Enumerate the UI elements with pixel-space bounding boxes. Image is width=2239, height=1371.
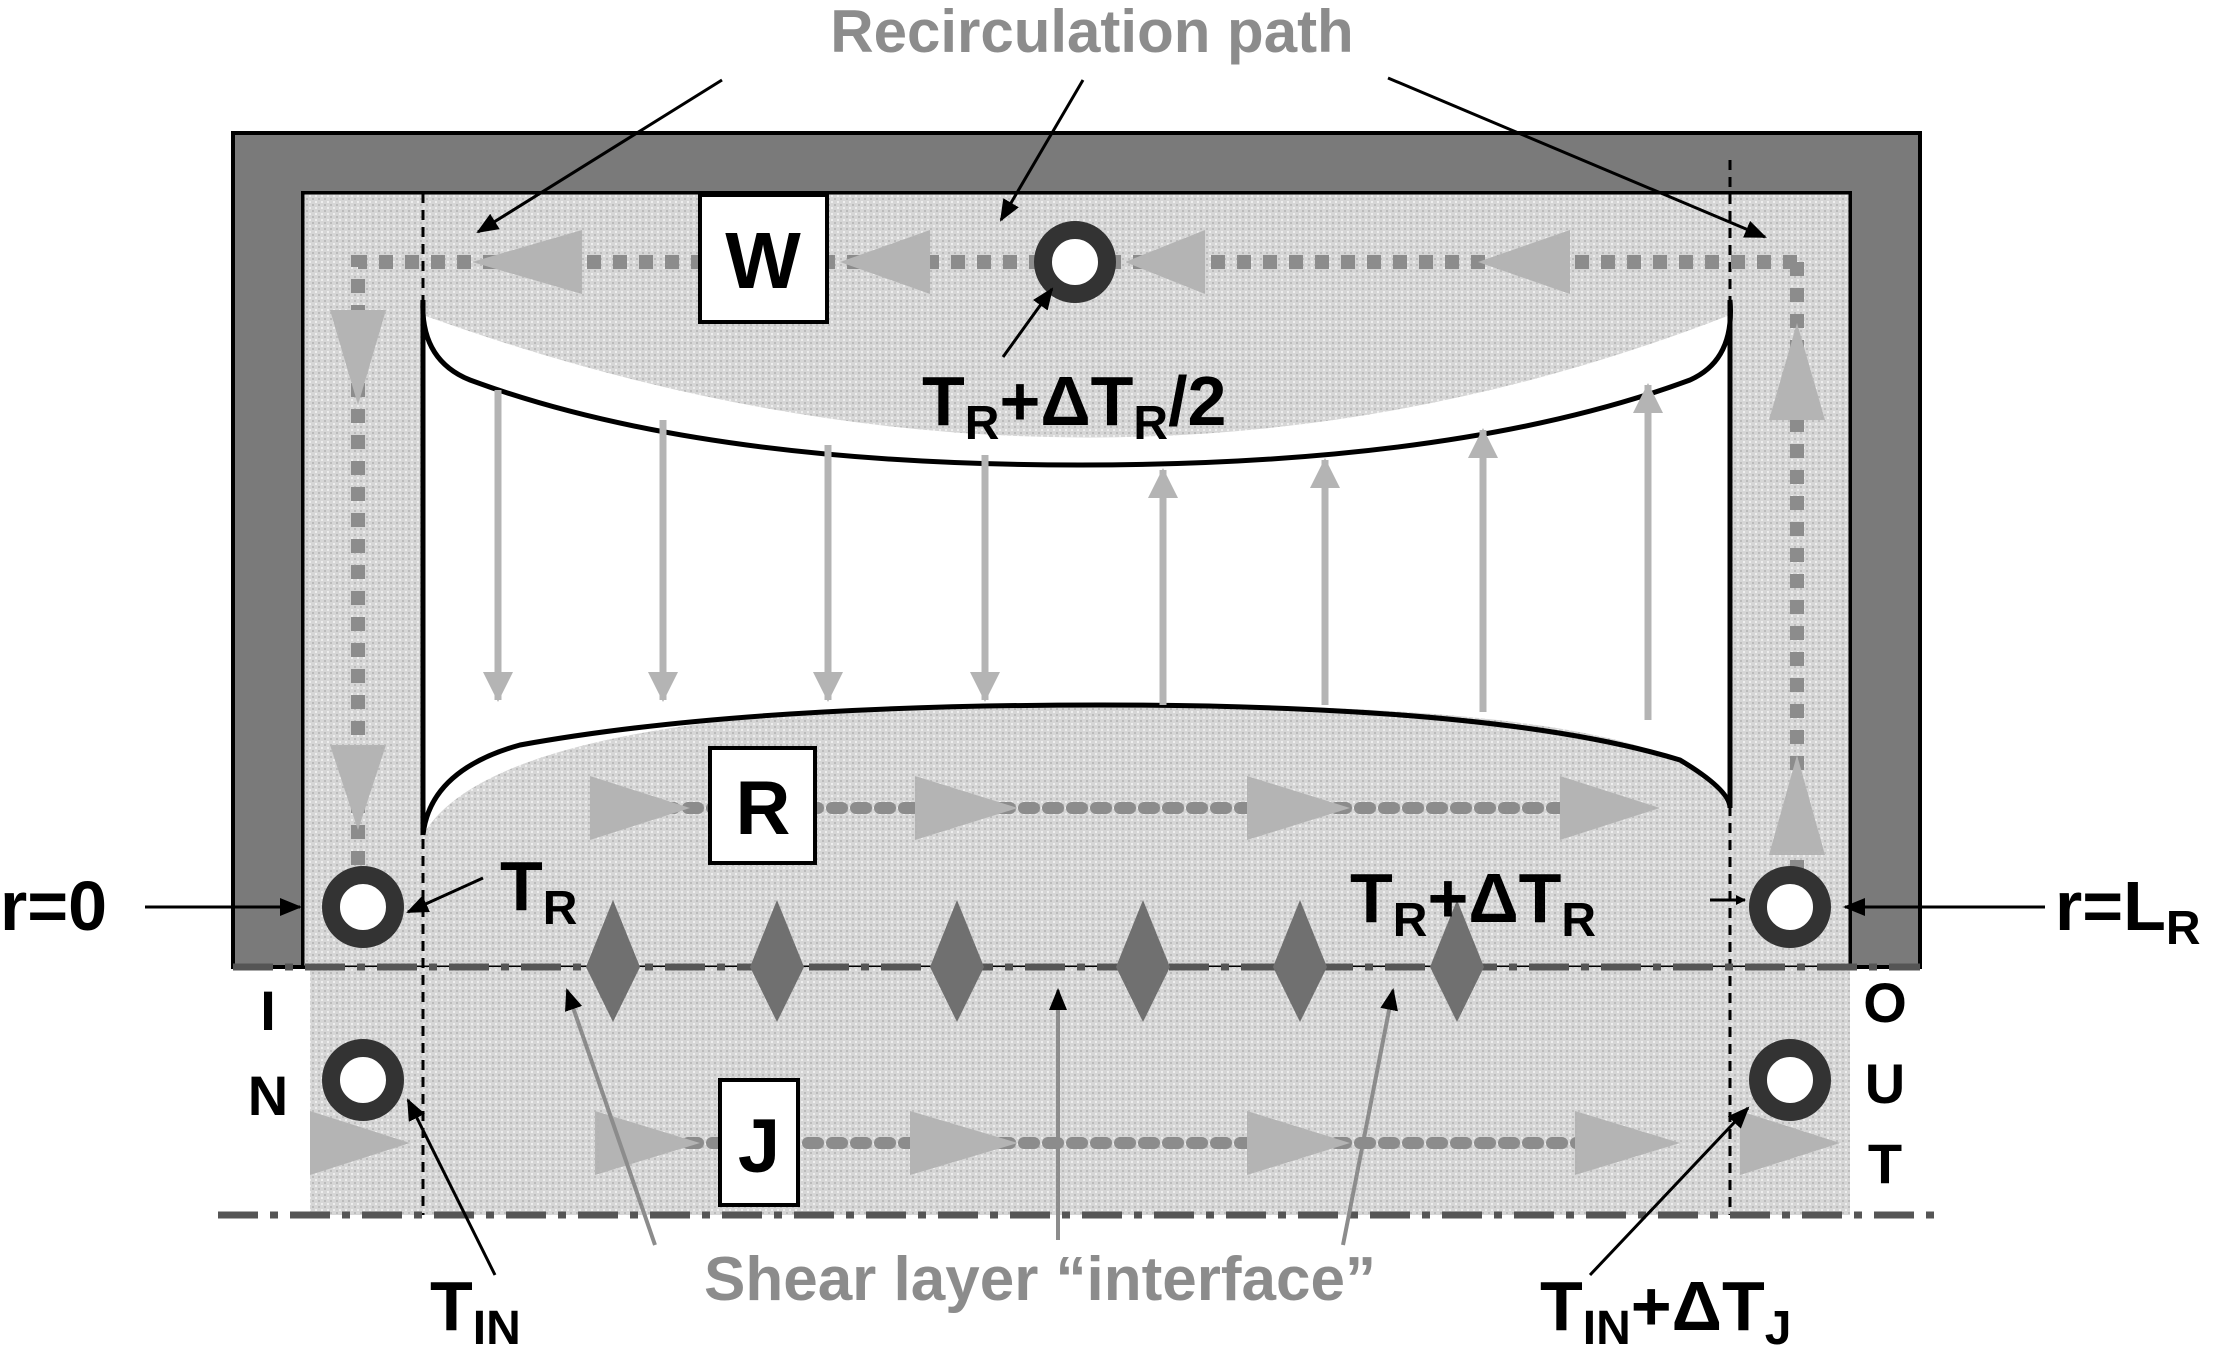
- t-in-label: TIN: [430, 1267, 521, 1355]
- flow-arrow-right-2: [1769, 755, 1825, 855]
- flow-arrow-right-1: [1769, 323, 1825, 420]
- box-j: J: [718, 1078, 800, 1207]
- flow-arrow-j-5: [1575, 1111, 1680, 1175]
- flow-arrow-r-4: [1560, 776, 1660, 840]
- shear-diamond-5: [1273, 900, 1327, 1022]
- flow-arrow-top-3: [1125, 230, 1205, 294]
- inlet-letter-n: N: [248, 1064, 288, 1127]
- node-left-r: [322, 866, 404, 948]
- flow-arrow-r-3: [1247, 776, 1350, 840]
- flow-arrow-left-2: [330, 745, 386, 830]
- flow-arrow-left-1: [330, 310, 386, 405]
- inlet-letter-i: I: [260, 979, 276, 1042]
- box-j-label: J: [738, 1104, 780, 1189]
- r-end-label: r=LR: [2055, 867, 2201, 955]
- flow-arrow-j-1: [310, 1111, 410, 1175]
- title-arrow-mid: [999, 79, 1085, 222]
- flow-arrows: [310, 230, 1840, 1175]
- t-in-pointer: [406, 1098, 497, 1276]
- node-left-in: [322, 1039, 404, 1121]
- upper-lobe-boundary: [420, 299, 1733, 468]
- flow-arrow-top-4: [1478, 230, 1570, 294]
- shear-diamond-6: [1430, 900, 1484, 1022]
- diagram-title: Recirculation path: [830, 0, 1353, 65]
- box-r-label: R: [736, 766, 791, 851]
- shear-diamond-4: [1116, 900, 1170, 1022]
- outlet-letter-t: T: [1868, 1132, 1902, 1195]
- flow-arrow-j-4: [1247, 1111, 1350, 1175]
- lower-lobe-boundary: [420, 702, 1733, 836]
- node-right-out: [1749, 1039, 1831, 1121]
- title-pointer-arrows: [476, 76, 1767, 239]
- shear-exchange-arrows: [586, 900, 1484, 1022]
- t-out-label: TIN+ΔTJ: [1540, 1267, 1791, 1355]
- shear-diamond-2: [750, 900, 804, 1022]
- flow-arrow-j-2: [595, 1111, 700, 1175]
- t-mid-label: TR+ΔTR/2: [922, 362, 1226, 450]
- flow-arrow-r-2: [915, 776, 1018, 840]
- box-w-label: W: [725, 216, 801, 305]
- outlet-letter-o: O: [1863, 971, 1907, 1034]
- jet-region: [310, 967, 1850, 1215]
- flow-arrow-j-6: [1740, 1111, 1840, 1175]
- t-rd-label: TR+ΔTR: [1350, 859, 1596, 947]
- t-r-pointer: [406, 876, 484, 914]
- shear-diamond-1: [586, 900, 640, 1022]
- node-mid-top: [1034, 221, 1116, 303]
- node-right-r: [1749, 866, 1831, 948]
- r-zero-label: r=0: [0, 867, 107, 945]
- flow-arrow-top-2: [840, 230, 930, 294]
- flow-arrow-j-3: [910, 1111, 1018, 1175]
- core-transfer-arrows: [483, 383, 1663, 720]
- flow-arrow-top-1: [472, 230, 582, 294]
- box-w: W: [698, 193, 829, 324]
- shear-interface-label: Shear layer “interface”: [704, 1245, 1376, 1314]
- shear-interface-pointers: [565, 988, 1398, 1246]
- title-arrow-left: [476, 78, 723, 234]
- t-mid-pointer: [1001, 287, 1054, 358]
- flow-arrow-r-1: [590, 776, 690, 840]
- shear-diamond-3: [930, 900, 984, 1022]
- shear-pointer-left: [565, 988, 657, 1246]
- t-r-label: TR: [500, 847, 577, 935]
- title-arrow-right: [1387, 76, 1767, 239]
- outlet-letter-u: U: [1865, 1052, 1905, 1115]
- t-out-pointer: [1588, 1106, 1750, 1277]
- temperature-nodes: [322, 221, 1831, 1121]
- shear-pointer-right: [1341, 988, 1398, 1246]
- box-r: R: [708, 746, 817, 865]
